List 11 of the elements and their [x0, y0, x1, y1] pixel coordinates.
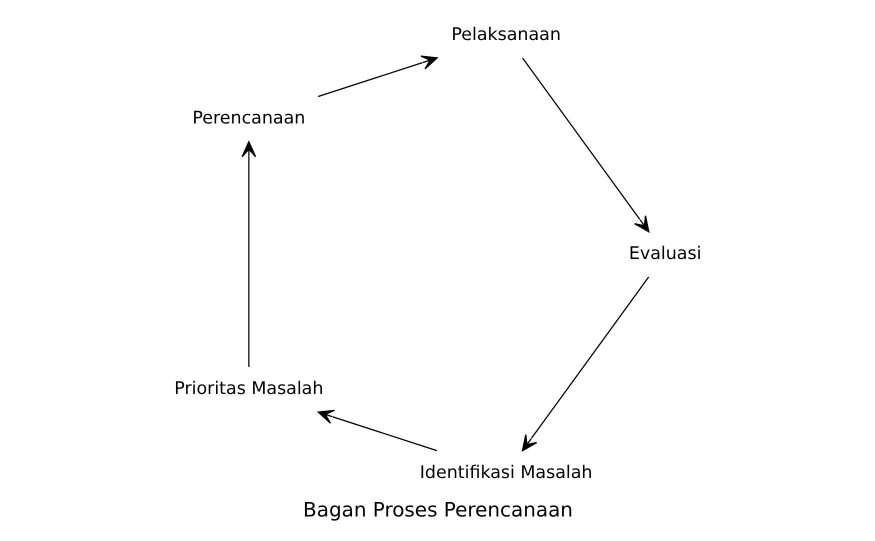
arrow — [522, 58, 649, 232]
node-text: Pelaksanaan — [450, 25, 560, 46]
node-text: Evaluasi — [628, 244, 701, 264]
node-text: Prioritas Masalah — [174, 379, 323, 400]
arrow — [521, 276, 649, 452]
arrow — [241, 141, 256, 367]
arrow — [317, 55, 438, 98]
node-text: Identifikasi Masalah — [419, 462, 592, 483]
diagram-title: Bagan Proses Perencanaan — [302, 498, 572, 522]
arrow — [317, 410, 437, 452]
node-text: Perencanaan — [192, 108, 305, 129]
